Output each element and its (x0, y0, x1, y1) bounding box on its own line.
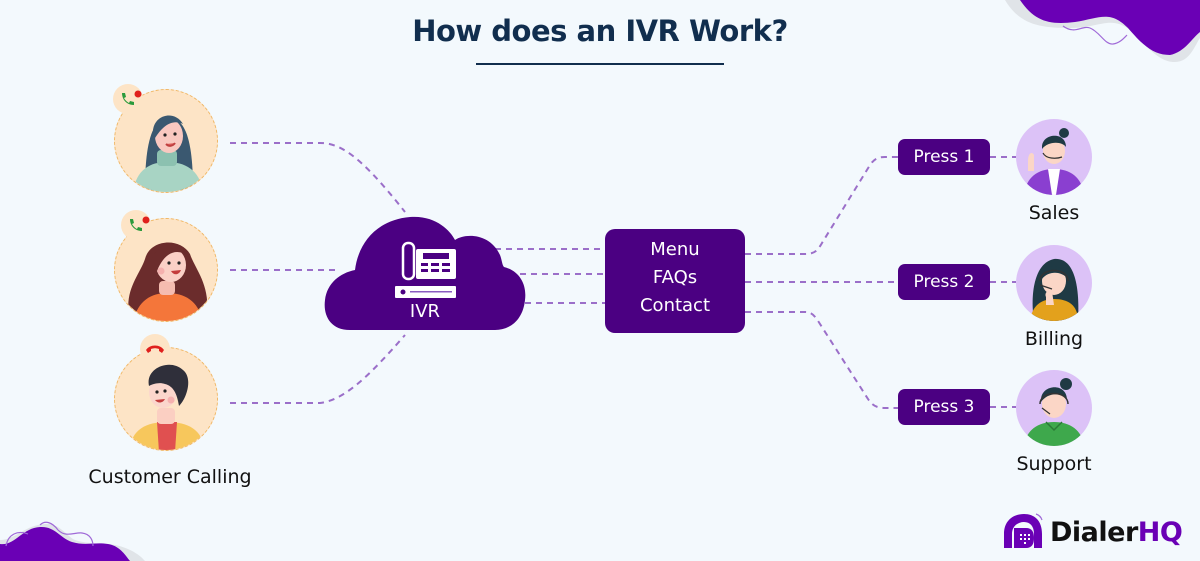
agent-avatar-support (1016, 370, 1092, 446)
customer-avatar-3 (114, 347, 218, 451)
incoming-call-icon (122, 90, 142, 105)
connector-menu-press-1 (745, 156, 898, 255)
department-label-sales: Sales (1028, 202, 1080, 224)
bottom-left-wave-decoration (0, 521, 145, 561)
incoming-call-icon (130, 216, 150, 231)
press-1-button: Press 1 (898, 139, 990, 175)
press-3-button: Press 3 (898, 389, 990, 425)
customers-label: Customer Calling (88, 466, 252, 488)
department-label-support: Support (1016, 453, 1092, 475)
logo-text-accent: HQ (1137, 517, 1183, 548)
customer-3-call-badge (140, 334, 170, 364)
customer-2-call-badge (121, 210, 151, 240)
department-label-billing: Billing (1024, 328, 1084, 350)
connector-customer-1 (230, 142, 406, 213)
menu-item-contact: Contact (639, 295, 711, 316)
connector-customer-3 (230, 334, 406, 404)
customer-avatar-2 (114, 218, 218, 322)
title-underline (476, 63, 724, 65)
menu-item-menu: Menu (650, 239, 700, 260)
dialerhq-logo-icon (1004, 513, 1043, 548)
top-right-wave-decoration (1005, 0, 1200, 62)
logo-text-main: Dialer (1050, 517, 1138, 548)
dialerhq-logo-text: DialerHQ (1050, 517, 1183, 548)
desk-phone-icon (395, 241, 456, 298)
connector-menu-press-3 (745, 311, 898, 409)
customer-avatar-1 (114, 89, 218, 193)
agent-avatar-billing (1016, 245, 1092, 321)
menu-item-faqs: FAQs (652, 267, 698, 288)
page-title: How does an IVR Work? (412, 14, 788, 48)
ivr-menu-box: Menu FAQs Contact (605, 229, 745, 333)
call-ended-icon (146, 345, 164, 353)
ivr-cloud (324, 216, 526, 330)
ivr-label: IVR (409, 301, 441, 322)
customer-1-call-badge (113, 84, 143, 114)
agent-avatar-sales (1016, 119, 1092, 195)
press-2-button: Press 2 (898, 264, 990, 300)
